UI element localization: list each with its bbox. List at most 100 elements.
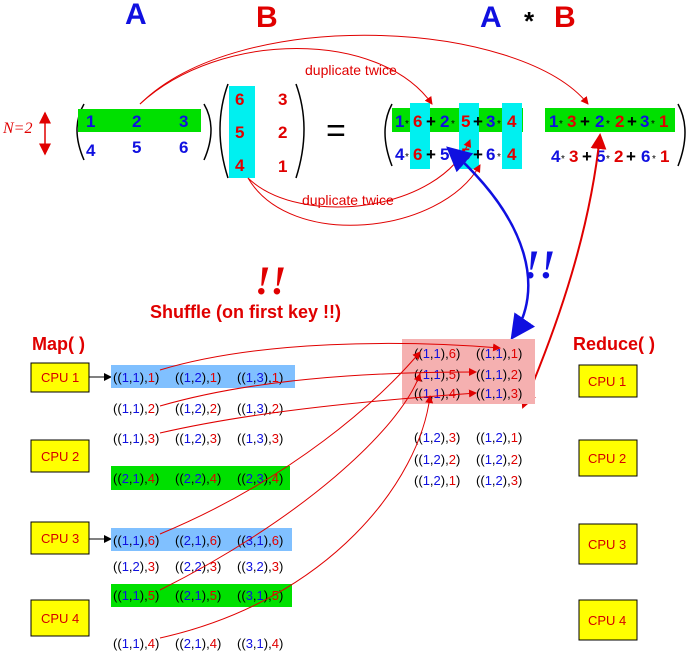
a23: 6	[179, 138, 188, 157]
rc3-a3: 3	[640, 112, 649, 131]
arrow-map-r3	[159, 389, 477, 434]
rc4-plus2: +	[626, 147, 636, 166]
shuffle-right-5: ((1,2),2)	[476, 452, 522, 467]
label-ab-b: B	[554, 1, 576, 34]
map-pair-r6-c1: ((1,2),3)	[113, 559, 159, 574]
shuffle-pairs: ((1,1),6)((1,1),5)((1,1),4)((1,2),3)((1,…	[414, 346, 522, 488]
matrix-b-left-paren	[219, 83, 229, 179]
rc3-b2: 2	[615, 112, 624, 131]
arrow-map-r8	[159, 395, 434, 639]
arrow-map-r7	[159, 373, 422, 591]
rc1-b1: 6	[413, 112, 422, 131]
rc4-b3: 1	[660, 147, 669, 166]
rc3-a2: 2	[595, 112, 604, 131]
map-pair-r8-c2: ((2,1),4)	[175, 636, 221, 651]
reduce-cpu-1-box	[578, 364, 638, 398]
shuffle-right-4: ((1,2),1)	[476, 430, 522, 445]
a22: 5	[132, 138, 141, 157]
map-pair-r3-c3: ((1,3),3)	[237, 431, 283, 446]
map-pair-r2-c2: ((1,2),2)	[175, 401, 221, 416]
rc2-a2: 5	[440, 145, 449, 164]
result-cyan-col-1	[410, 103, 430, 169]
rc2-mul3: *	[497, 152, 501, 163]
arrow-map-r1	[159, 343, 501, 371]
shuffle-left-1: ((1,1),6)	[414, 346, 460, 361]
equals-sign: =	[326, 112, 346, 150]
map-cpu-2: CPU 2	[41, 449, 79, 464]
label-b: B	[256, 1, 278, 34]
shuffle-right-6: ((1,2),3)	[476, 473, 522, 488]
rc1-b3: 4	[507, 112, 517, 131]
map-pair-r5-c1: ((1,1),6)	[113, 533, 159, 548]
map-pair-r4-c3: ((2,3),4)	[237, 471, 283, 486]
rc4-plus1: +	[582, 147, 592, 166]
map-pair-r3-c1: ((1,1),3)	[113, 431, 159, 446]
map-cpu-1-box	[30, 362, 90, 393]
rc3-b3: 1	[659, 112, 668, 131]
map-pair-r2-c3: ((1,3),2)	[237, 401, 283, 416]
b21: 5	[235, 123, 244, 142]
matrix-b-right-paren	[295, 83, 305, 179]
rc4-mul3: *	[652, 154, 656, 165]
shuffle-right-1: ((1,1),1)	[476, 346, 522, 361]
arrow-row-to-cell-1	[139, 48, 433, 105]
reduce-cpu-3-box	[578, 523, 638, 565]
rc2-b1: 6	[413, 145, 422, 164]
rc3-plus2: +	[627, 112, 637, 131]
rc1-a2: 2	[440, 112, 449, 131]
reduce-cpu-3: CPU 3	[588, 537, 626, 552]
shuffle-right-3: ((1,1),3)	[476, 386, 522, 401]
matrix-a-values: 1 2 3 4 5 6	[86, 112, 188, 160]
map-pair-r8-c3: ((3,1),4)	[237, 636, 283, 651]
matrix-b-values: 6 3 5 2 4 1	[235, 90, 287, 176]
map-title: Map( )	[32, 334, 85, 354]
map-pair-r5-c2: ((2,1),6)	[175, 533, 221, 548]
b32: 1	[278, 157, 287, 176]
map-pair-r8-c1: ((1,1),4)	[113, 636, 159, 651]
rc3-b1: 3	[567, 112, 576, 131]
map-pair-r4-c1: ((2,1),4)	[113, 471, 159, 486]
rc1-plus1: +	[426, 112, 436, 131]
rc3-plus1: +	[580, 112, 590, 131]
result-cell-1: 1 * 6 + 2 * 5 + 3 * 4	[395, 112, 517, 131]
arrow-row-to-cell-2	[139, 34, 589, 105]
shuffle-left-5: ((1,2),2)	[414, 452, 460, 467]
rc1-mul1: *	[405, 119, 409, 130]
b12: 3	[278, 90, 287, 109]
result-cell-row1-col2: 1 * 3 + 2 * 2 + 3 * 1	[549, 112, 668, 131]
result-left-paren	[384, 103, 393, 167]
a13: 3	[179, 112, 188, 131]
map-cpu-1: CPU 1	[41, 370, 79, 385]
rc1-plus2: +	[473, 112, 483, 131]
reduce-cpu-4-box	[578, 599, 638, 641]
shuffle-left-3: ((1,1),4)	[414, 386, 460, 401]
result-cell-2-highlight	[545, 108, 675, 132]
map-row-1-highlight	[111, 365, 295, 388]
map-pair-r7-c3: ((3,1),5)	[237, 588, 283, 603]
red-exclaim: !!	[255, 258, 286, 303]
a21: 4	[86, 141, 96, 160]
matrix-a-row1-highlight	[78, 109, 201, 132]
reduce-cpu-4: CPU 4	[588, 613, 626, 628]
rc4-mul2: *	[606, 154, 610, 165]
n-label: N=2	[2, 120, 32, 137]
label-ab-star: *	[524, 6, 535, 36]
reduce-cpu-2-box	[578, 439, 638, 477]
rc4-b2: 2	[614, 147, 623, 166]
duplicate-top-arrows	[139, 34, 589, 105]
map-cpus: CPU 1 CPU 2 CPU 3 CPU 4	[30, 362, 90, 637]
b11: 6	[235, 90, 244, 109]
arrow-map-r5	[159, 351, 421, 535]
map-pair-r3-c2: ((1,2),3)	[175, 431, 221, 446]
rc3-mul2: *	[606, 119, 610, 130]
rc2-plus2: +	[473, 145, 483, 164]
map-row-4-highlight	[111, 466, 290, 490]
rc2-a1: 4	[395, 145, 405, 164]
label-ab-a: A	[480, 1, 502, 34]
rc2-a3: 6	[486, 145, 495, 164]
map-cpu-3-box	[30, 521, 90, 555]
b31: 4	[235, 156, 245, 175]
rc4-b1: 3	[569, 147, 578, 166]
a12: 2	[132, 112, 141, 131]
map-pair-r7-c2: ((2,1),5)	[175, 588, 221, 603]
